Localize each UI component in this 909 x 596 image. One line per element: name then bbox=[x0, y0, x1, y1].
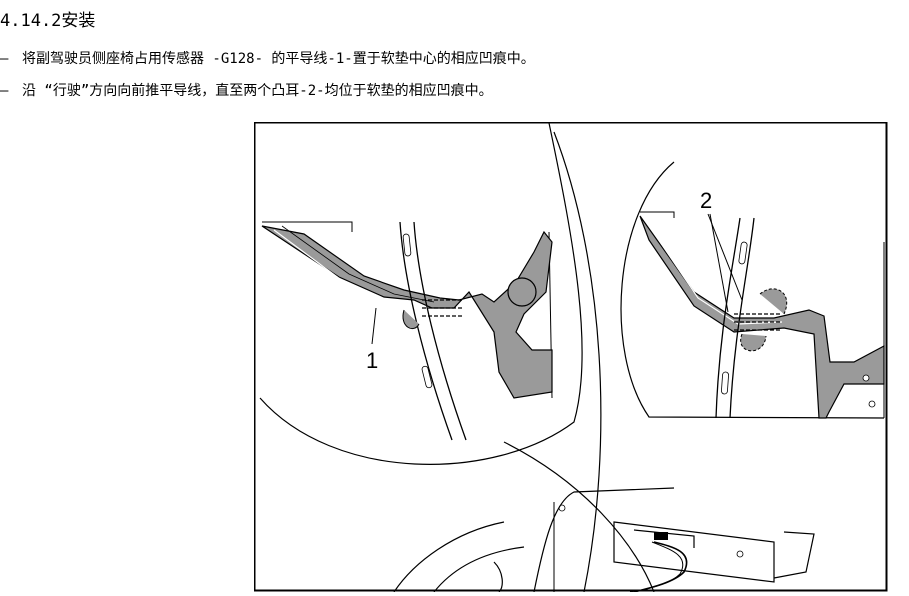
illustration-svg: 1 2 bbox=[253, 121, 888, 593]
section-number: 4.14.2 bbox=[0, 11, 62, 31]
section-heading: 4.14.2安装 bbox=[0, 6, 95, 31]
figure-frame bbox=[253, 121, 888, 592]
flat-cable-right bbox=[639, 215, 885, 419]
instruction-step-1: –将副驾驶员侧座椅占用传感器 -G128- 的平导线-1-置于软垫中心的相应凹痕… bbox=[0, 48, 535, 68]
step-marker: – bbox=[0, 51, 9, 67]
callout-1: 1 bbox=[366, 348, 378, 373]
step-text: 将副驾驶员侧座椅占用传感器 -G128- 的平导线-1-置于软垫中心的相应凹痕中… bbox=[22, 51, 535, 67]
sensor-bulb bbox=[507, 277, 537, 307]
detail-lens-left bbox=[259, 122, 583, 465]
callout-2: 2 bbox=[700, 188, 712, 213]
installation-illustration: 1 2 bbox=[253, 121, 888, 593]
lens-left-tail bbox=[503, 441, 655, 593]
instruction-step-2: –沿 “行驶”方向向前推平导线，直至两个凸耳-2-均位于软垫的相应凹痕中。 bbox=[0, 80, 493, 100]
lens-right-tail bbox=[553, 131, 602, 593]
step-text: 沿 “行驶”方向向前推平导线，直至两个凸耳-2-均位于软垫的相应凹痕中。 bbox=[22, 83, 493, 99]
cushion-edge-left bbox=[262, 221, 353, 232]
detail-lens-right bbox=[620, 161, 885, 419]
section-title: 安装 bbox=[61, 11, 96, 31]
step-marker: – bbox=[0, 83, 9, 99]
